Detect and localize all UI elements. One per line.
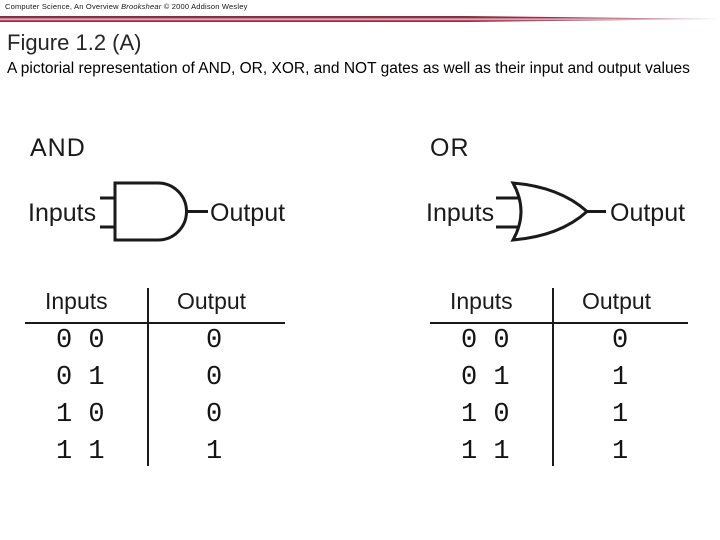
- or-gate-body: [510, 181, 590, 242]
- or-row-inputs: 0 0: [461, 326, 510, 356]
- or-output-label: Output: [610, 199, 686, 227]
- or-row-inputs: 1 0: [461, 400, 510, 430]
- or-inputs-label: Inputs: [426, 199, 495, 227]
- or-row-output: 1: [612, 437, 629, 467]
- and-row-output: 1: [206, 437, 223, 467]
- or-row-output: 0: [612, 326, 629, 356]
- or-row-inputs: 0 1: [461, 363, 510, 393]
- and-row-inputs: 1 1: [56, 437, 105, 467]
- and-gate-title: AND: [30, 134, 86, 162]
- or-table-inputs-header: Inputs: [450, 288, 513, 314]
- or-row-output: 1: [612, 400, 629, 430]
- book-title: Computer Science, An Overview: [5, 2, 119, 11]
- or-gate-symbol: [496, 181, 606, 242]
- book-author: Brookshear: [121, 2, 162, 11]
- or-table-header-rule: [430, 322, 688, 324]
- or-table-output-header: Output: [582, 288, 652, 314]
- and-gate-body: [113, 181, 188, 242]
- or-gate-title: OR: [430, 134, 470, 162]
- and-inputs-label: Inputs: [28, 199, 97, 227]
- and-row-output: 0: [206, 326, 223, 356]
- copyright-line: Computer Science, An Overview Brookshear…: [5, 2, 248, 11]
- and-row-inputs: 0 0: [56, 326, 105, 356]
- and-output-label: Output: [210, 199, 286, 227]
- book-copyright: © 2000 Addison Wesley: [163, 2, 248, 11]
- or-row-inputs: 1 1: [461, 437, 510, 467]
- or-input-wires: [496, 196, 519, 229]
- and-table-output-header: Output: [177, 288, 247, 314]
- and-input-wires: [100, 196, 115, 229]
- and-table-header-rule: [25, 322, 285, 324]
- and-row-output: 0: [206, 363, 223, 393]
- and-row-inputs: 1 0: [56, 400, 105, 430]
- and-table-column-rule: [147, 288, 149, 466]
- and-row-output: 0: [206, 400, 223, 430]
- or-table-column-rule: [552, 288, 554, 466]
- figure-title: Figure 1.2 (A): [7, 30, 142, 55]
- and-table-inputs-header: Inputs: [45, 288, 108, 314]
- divider-rule: [0, 16, 718, 22]
- and-row-inputs: 0 1: [56, 363, 105, 393]
- figure-caption: A pictorial representation of AND, OR, X…: [7, 60, 690, 77]
- or-row-output: 1: [612, 363, 629, 393]
- and-gate-symbol: [100, 181, 208, 242]
